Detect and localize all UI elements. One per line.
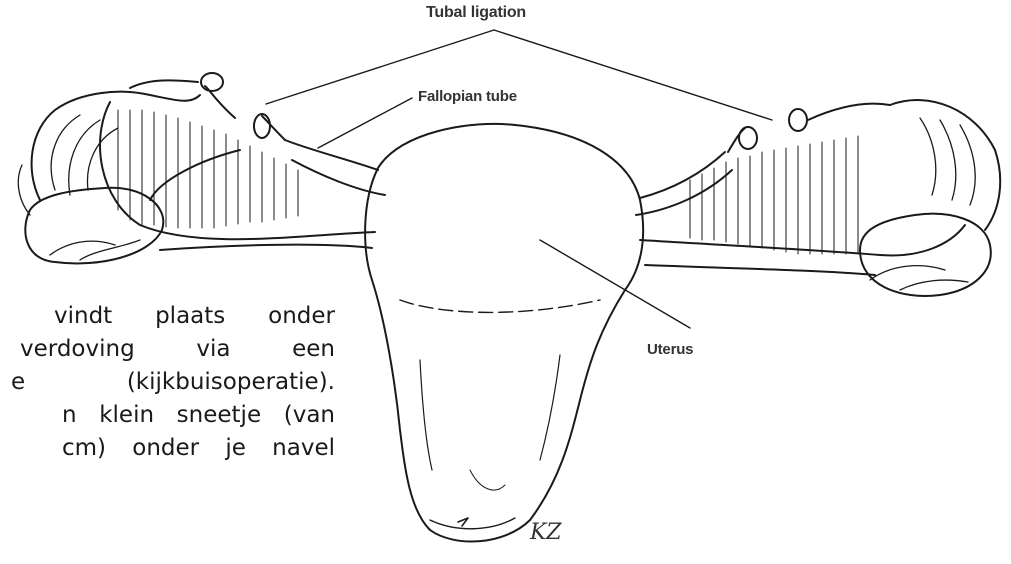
tubal-ligation-label: Tubal ligation [426,4,526,22]
fallopian-tube-label: Fallopian tube [418,88,517,105]
body-line: n klein sneetje (van [62,399,335,431]
uterus-body [365,124,643,542]
fallopian-tube-leader [318,98,412,148]
uterus-label: Uterus [647,341,693,358]
left-broad-ligament [100,102,375,250]
body-line: cm) onder je navel [62,432,335,464]
body-paragraph: vindt plaats onder verdoving via een e (… [0,300,335,559]
artist-signature: KZ [530,520,561,545]
uterus-leader [540,240,690,328]
leader-lines [266,30,772,328]
right-fallopian-tube [636,104,890,215]
body-line: verdoving via een [20,333,335,365]
right-broad-ligament [640,136,965,275]
right-ovary-and-fimbriae [860,100,1000,296]
body-line: vindt plaats onder [54,300,335,332]
left-fallopian-tube [130,73,385,200]
tubal-ligation-leader-right [494,30,772,120]
body-line: e (kijkbuisoperatie). [11,366,335,398]
